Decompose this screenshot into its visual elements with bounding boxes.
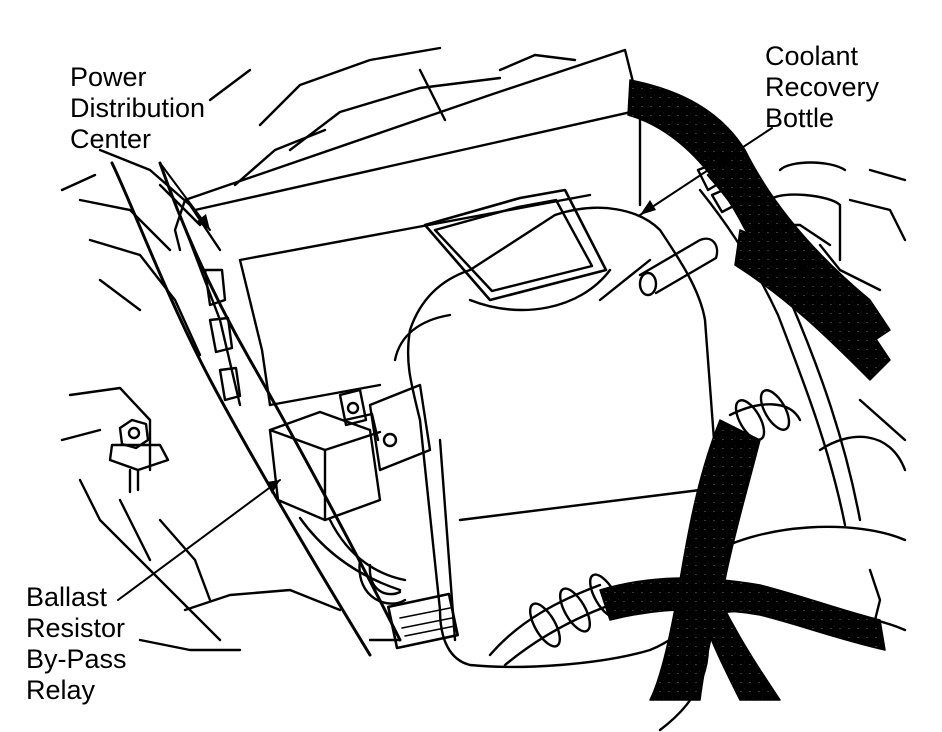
ballast-relay-block — [268, 410, 407, 592]
label-line: Recovery — [765, 72, 880, 102]
label-line: Coolant — [765, 41, 859, 71]
power-distribution-center-box — [158, 48, 642, 407]
label-line: Distribution — [70, 93, 206, 123]
leader-coolant-recovery-bottle — [639, 127, 773, 216]
leader-arrowheads — [196, 200, 656, 494]
label-line: Bottle — [765, 103, 835, 133]
label-line: By-Pass — [26, 644, 127, 674]
callout-leaders — [117, 127, 773, 601]
label-line: Relay — [26, 675, 96, 705]
label-ballast-resistor-bypass-relay: Ballast Resistor By-Pass Relay — [26, 582, 127, 706]
label-power-distribution-center: Power Distribution Center — [70, 62, 205, 155]
label-line: Power — [70, 62, 147, 92]
leader-ballast-relay — [117, 479, 281, 601]
relay-connector — [358, 558, 459, 650]
lower-hose-fitting — [488, 258, 802, 667]
label-line: Ballast — [26, 582, 108, 612]
mounting-bolt — [108, 418, 170, 494]
label-line: Resistor — [26, 613, 126, 643]
textured-hoses — [599, 79, 891, 701]
label-line: Center — [70, 124, 152, 154]
label-coolant-recovery-bottle: Coolant Recovery Bottle — [765, 41, 879, 134]
